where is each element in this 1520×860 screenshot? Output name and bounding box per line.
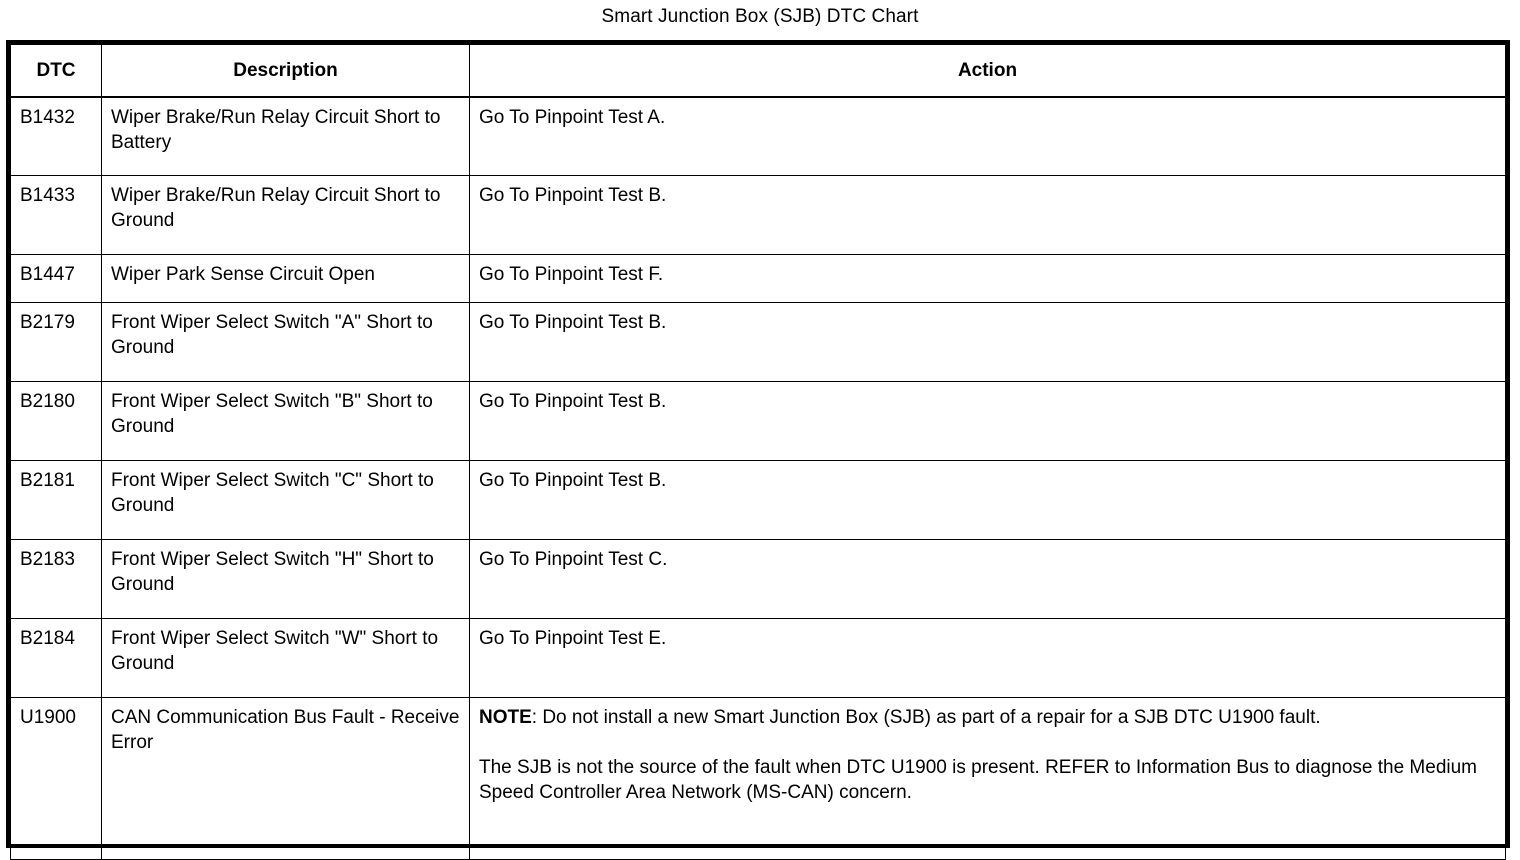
- note-paragraph-1-text: : Do not install a new Smart Junction Bo…: [531, 707, 1321, 728]
- table-row: B1433 Wiper Brake/Run Relay Circuit Shor…: [10, 175, 1506, 255]
- dtc-table-container: DTC Description Action B1432 Wiper Brake…: [6, 40, 1510, 860]
- table-body: B1432 Wiper Brake/Run Relay Circuit Shor…: [10, 96, 1506, 860]
- cell-description: Front Wiper Select Switch "B" Short to G…: [101, 381, 470, 461]
- cell-action: Go To Pinpoint Test B.: [469, 381, 1506, 461]
- column-header-dtc: DTC: [10, 44, 102, 98]
- cell-dtc: B2180: [10, 381, 102, 461]
- cell-dtc: B2179: [10, 302, 102, 382]
- cell-description: Wiper Park Sense Circuit Open: [101, 254, 470, 303]
- table-header-row: DTC Description Action: [10, 44, 1506, 98]
- cell-dtc: B2183: [10, 539, 102, 619]
- cell-description: Front Wiper Select Switch "A" Short to G…: [101, 302, 470, 382]
- cell-description: Wiper Brake/Run Relay Circuit Short to G…: [101, 175, 470, 255]
- note-paragraph-2: The SJB is not the source of the fault w…: [479, 757, 1478, 803]
- cell-dtc: B1433: [10, 175, 102, 255]
- dtc-table: DTC Description Action B1432 Wiper Brake…: [10, 44, 1506, 860]
- table-row: B2184 Front Wiper Select Switch "W" Shor…: [10, 618, 1506, 698]
- cell-action: Go To Pinpoint Test F.: [469, 254, 1506, 303]
- table-header: DTC Description Action: [10, 44, 1506, 98]
- cell-dtc: B2184: [10, 618, 102, 698]
- cell-action-note: NOTE: Do not install a new Smart Junctio…: [469, 697, 1506, 860]
- cell-dtc: B2181: [10, 460, 102, 540]
- page-title: Smart Junction Box (SJB) DTC Chart: [601, 6, 919, 27]
- column-header-action: Action: [469, 44, 1506, 98]
- cell-dtc: U1900: [10, 697, 102, 860]
- cell-description: Wiper Brake/Run Relay Circuit Short to B…: [101, 96, 470, 176]
- table-row: B2180 Front Wiper Select Switch "B" Shor…: [10, 381, 1506, 461]
- cell-description: Front Wiper Select Switch "C" Short to G…: [101, 460, 470, 540]
- table-row: U1900 CAN Communication Bus Fault - Rece…: [10, 697, 1506, 860]
- cell-action: Go To Pinpoint Test B.: [469, 175, 1506, 255]
- table-row: B2179 Front Wiper Select Switch "A" Shor…: [10, 302, 1506, 382]
- cell-dtc: B1432: [10, 96, 102, 176]
- column-header-description: Description: [101, 44, 470, 98]
- cell-description: Front Wiper Select Switch "W" Short to G…: [101, 618, 470, 698]
- table-row: B1447 Wiper Park Sense Circuit Open Go T…: [10, 254, 1506, 303]
- note-paragraph-1: NOTE: Do not install a new Smart Junctio…: [479, 705, 1496, 730]
- table-row: B2183 Front Wiper Select Switch "H" Shor…: [10, 539, 1506, 619]
- table-row: B1432 Wiper Brake/Run Relay Circuit Shor…: [10, 96, 1506, 176]
- cell-action: Go To Pinpoint Test B.: [469, 302, 1506, 382]
- cell-description: Front Wiper Select Switch "H" Short to G…: [101, 539, 470, 619]
- cell-action: Go To Pinpoint Test C.: [469, 539, 1506, 619]
- cell-description: CAN Communication Bus Fault - Receive Er…: [101, 697, 470, 860]
- cell-action: Go To Pinpoint Test A.: [469, 96, 1506, 176]
- cell-action: Go To Pinpoint Test E.: [469, 618, 1506, 698]
- table-row: B2181 Front Wiper Select Switch "C" Shor…: [10, 460, 1506, 540]
- cell-dtc: B1447: [10, 254, 102, 303]
- note-label: NOTE: [479, 707, 532, 728]
- cell-action: Go To Pinpoint Test B.: [469, 460, 1506, 540]
